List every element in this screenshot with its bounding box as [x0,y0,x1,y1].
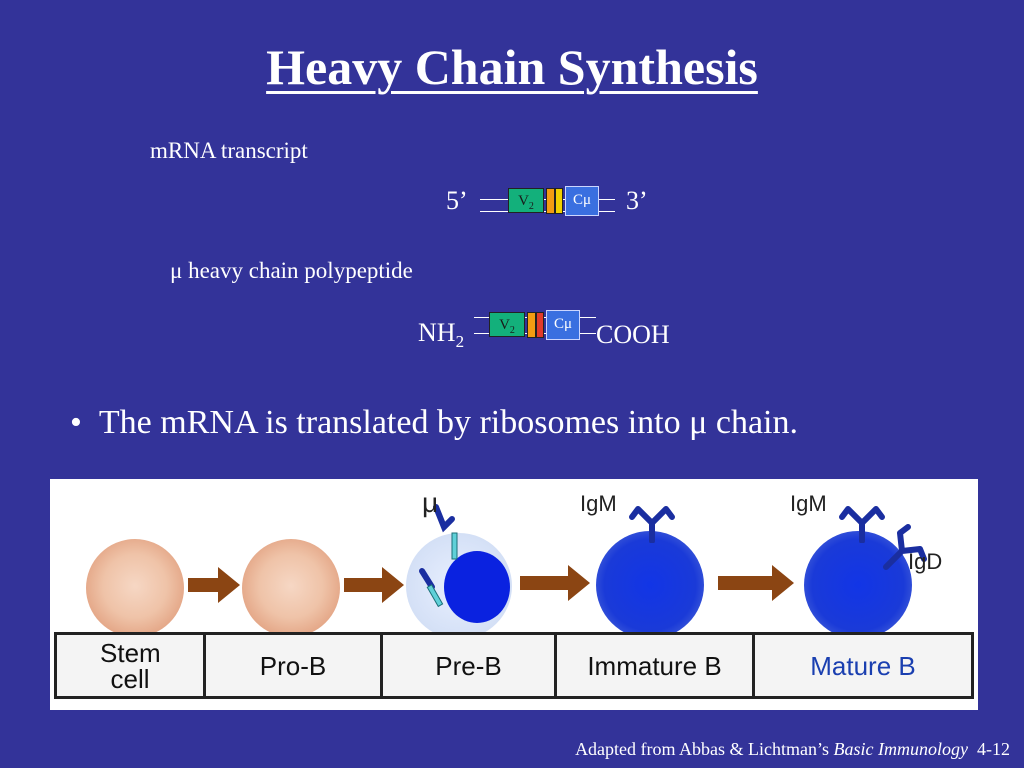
mature-b-cell [804,531,912,639]
three-prime-label: 3’ [626,186,648,215]
igm-label-immature: IgM [580,491,617,516]
igm-antibody-icon [839,506,885,543]
book-title: Basic Immunology [833,739,968,759]
stage-label-immature-b: Immature B [554,632,755,699]
stage-label-pro-b: Pro-B [203,632,383,699]
igd-antibody-icon [883,524,927,570]
source-credit: Adapted from Abbas & Lichtman’s Basic Im… [575,739,1010,759]
stage-label-stem-cell: Stem cell [54,632,206,699]
igm-label-mature: IgM [790,491,827,516]
n-terminus-label: NH2 [418,318,465,352]
pre-b-nucleus [444,551,510,623]
igd-label: IgD [908,549,943,574]
c-terminus-label: COOH [596,320,670,349]
arrow-right-icon [520,565,590,601]
pre-b-cell [406,533,512,639]
polypeptide-c-segment: Cμ [546,310,580,340]
arrow-right-icon [344,567,404,603]
polypeptide-j-segment [536,312,544,338]
slide-title: Heavy Chain Synthesis [266,39,758,95]
polypeptide-d-segment [527,312,536,338]
bullet-point: • The mRNA is translated by ribosomes in… [70,404,798,442]
polypeptide-v-segment: V2 [489,312,525,337]
mrna-c-segment: Cμ [565,186,599,216]
arrow-right-icon [718,565,794,601]
mrna-v-segment: V2 [508,188,544,213]
stage-label-pre-b: Pre-B [380,632,557,699]
polypeptide-heading: μ heavy chain polypeptide [170,258,413,283]
b-cell-development-figure: μ IgM IgM IgD Stem cell Pro-B Pre-B Imma… [50,479,978,710]
arrow-right-icon [188,567,240,603]
mu-chain-icon [419,504,458,608]
page-number: 4-12 [977,739,1010,759]
mrna-j-segment [555,188,563,214]
mu-label: μ [422,487,439,518]
immature-b-cell [596,531,704,639]
mrna-d-segment [546,188,555,214]
igm-antibody-icon [629,506,675,543]
five-prime-label: 5’ [446,186,468,215]
pro-b-cell [242,539,340,637]
stage-label-mature-b: Mature B [752,632,974,699]
bullet-text: The mRNA is translated by ribosomes into… [98,404,798,441]
stem-cell [86,539,184,637]
bullet-dot: • [70,404,99,441]
mrna-heading: mRNA transcript [150,138,308,163]
